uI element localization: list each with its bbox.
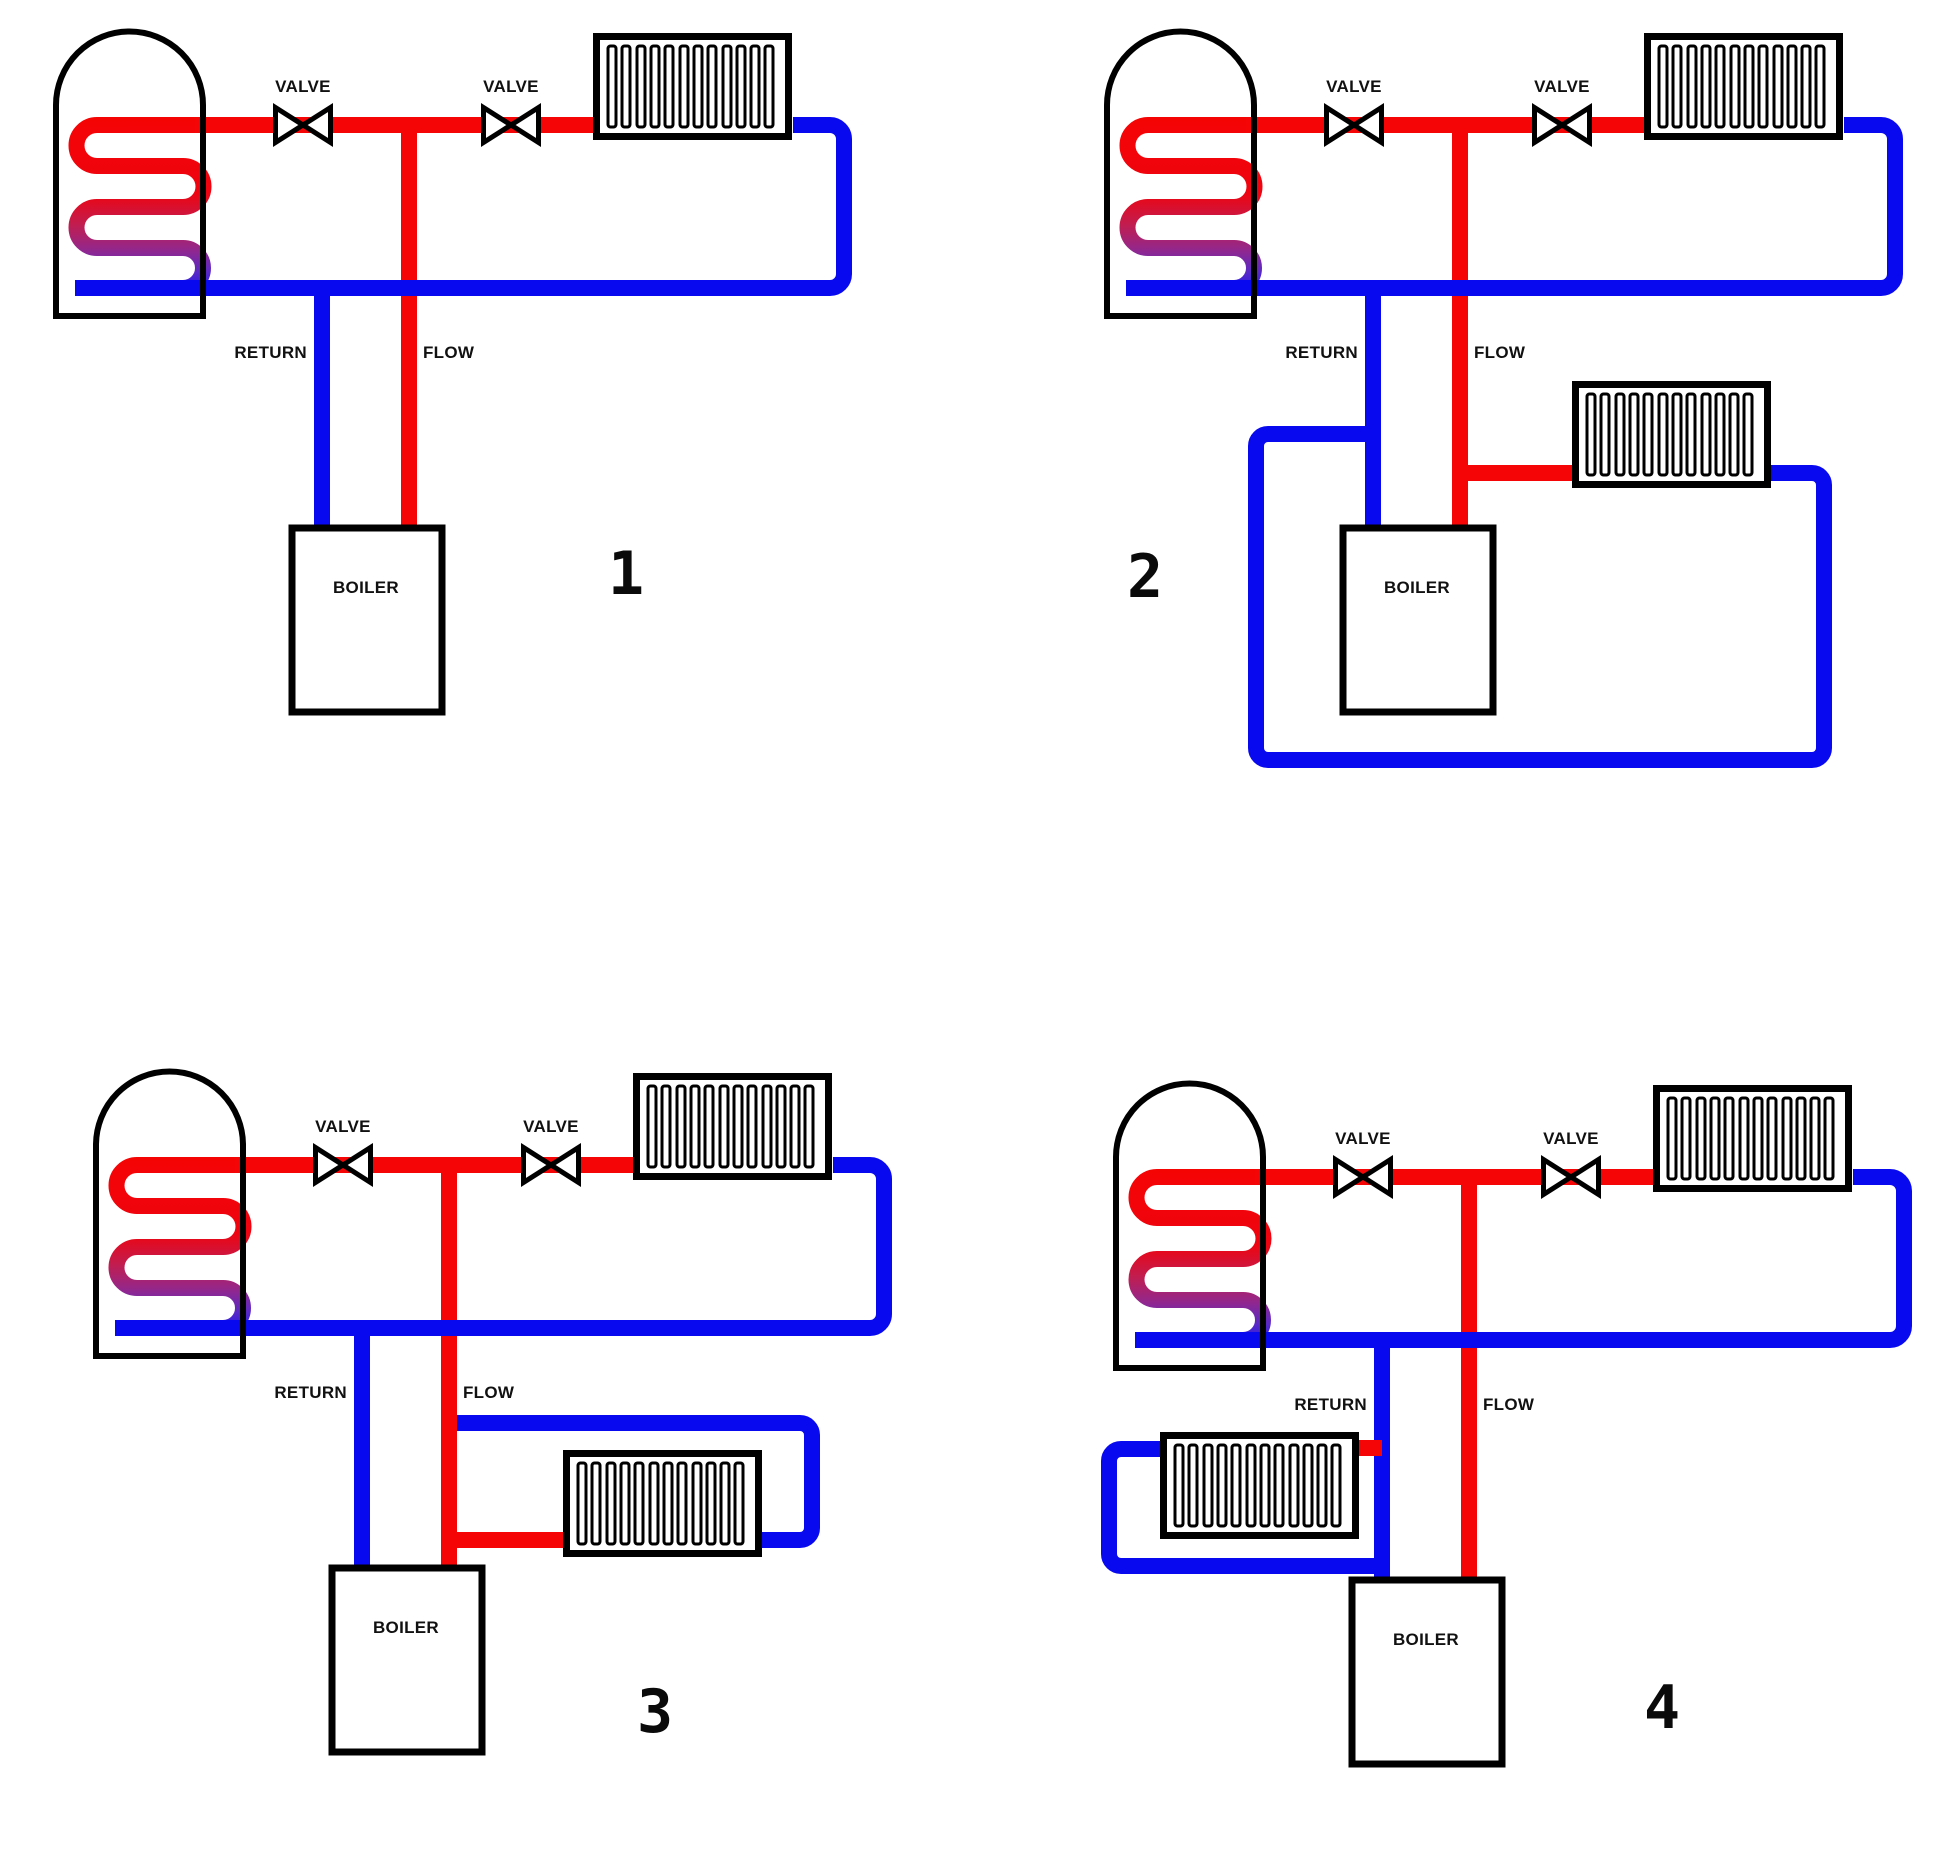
diagram-number: 1 bbox=[608, 539, 644, 609]
diagram-number: 4 bbox=[1644, 1673, 1680, 1743]
valve-label: VALVE bbox=[315, 1117, 371, 1136]
valve-label: VALVE bbox=[275, 77, 331, 96]
valve-icon bbox=[1336, 1160, 1391, 1195]
cylinder-outline bbox=[1113, 1080, 1266, 1371]
radiator-icon bbox=[1164, 1436, 1356, 1536]
valve-icon bbox=[316, 1148, 371, 1183]
boiler-box bbox=[328, 1564, 486, 1756]
radiator-icon bbox=[1657, 1089, 1849, 1189]
boiler-label: BOILER bbox=[1393, 1630, 1459, 1649]
valve-icon bbox=[524, 1148, 579, 1183]
radiator-icon bbox=[567, 1454, 759, 1554]
return-label: RETURN bbox=[274, 1383, 347, 1402]
coil-pipe bbox=[1119, 117, 1266, 296]
boiler-box bbox=[1348, 1576, 1506, 1768]
cylinder-outline bbox=[53, 28, 206, 319]
diagram-3: VALVE VALVE BOILER RETURN FLOW bbox=[93, 1068, 892, 1756]
return-label: RETURN bbox=[234, 343, 307, 362]
return-main-pipe bbox=[1135, 1169, 1912, 1348]
valve-icon bbox=[484, 108, 539, 143]
coil-pipe bbox=[108, 1157, 255, 1336]
radiator2-return-loop-pipe bbox=[457, 1415, 820, 1548]
valve-label: VALVE bbox=[1534, 77, 1590, 96]
diagram-2: VALVE VALVE BOILER RETURN FLOW bbox=[1104, 28, 1903, 768]
diagram-1: VALVE VALVE BOILER RETURN FLOW bbox=[53, 28, 852, 716]
valve-icon bbox=[1544, 1160, 1599, 1195]
return-label: RETURN bbox=[1294, 1395, 1367, 1414]
flow-label: FLOW bbox=[423, 343, 475, 362]
valve-icon bbox=[1327, 108, 1382, 143]
valve-label: VALVE bbox=[483, 77, 539, 96]
radiator-icon bbox=[1648, 37, 1840, 137]
radiator-icon bbox=[637, 1077, 829, 1177]
boiler-box bbox=[288, 524, 446, 716]
flow-label: FLOW bbox=[463, 1383, 515, 1402]
diagram-number: 2 bbox=[1127, 542, 1163, 612]
coil-pipe bbox=[68, 117, 215, 296]
return-label: RETURN bbox=[1285, 343, 1358, 362]
diagram-4: VALVE VALVE BOILER RETURN FLOW bbox=[1101, 1080, 1912, 1768]
return-main-pipe bbox=[115, 1157, 892, 1336]
valve-label: VALVE bbox=[1326, 77, 1382, 96]
valve-icon bbox=[276, 108, 331, 143]
valve-label: VALVE bbox=[1543, 1129, 1599, 1148]
valve-label: VALVE bbox=[1335, 1129, 1391, 1148]
flow-label: FLOW bbox=[1483, 1395, 1535, 1414]
boiler-label: BOILER bbox=[373, 1618, 439, 1637]
coil-pipe bbox=[1128, 1169, 1275, 1348]
boiler-box bbox=[1339, 524, 1497, 716]
cylinder-outline bbox=[93, 1068, 246, 1359]
radiator-icon bbox=[597, 37, 789, 137]
radiator2-return-loop-pipe bbox=[1101, 1441, 1382, 1574]
return-main-pipe bbox=[75, 117, 852, 296]
return-main-pipe bbox=[1126, 117, 1903, 296]
valve-label: VALVE bbox=[523, 1117, 579, 1136]
cylinder-outline bbox=[1104, 28, 1257, 319]
flow-label: FLOW bbox=[1474, 343, 1526, 362]
boiler-label: BOILER bbox=[333, 578, 399, 597]
radiator-icon bbox=[1576, 385, 1768, 485]
valve-icon bbox=[1535, 108, 1590, 143]
radiator2-return-loop-pipe bbox=[1248, 426, 1832, 768]
diagram-number: 3 bbox=[637, 1677, 673, 1747]
boiler-label: BOILER bbox=[1384, 578, 1450, 597]
